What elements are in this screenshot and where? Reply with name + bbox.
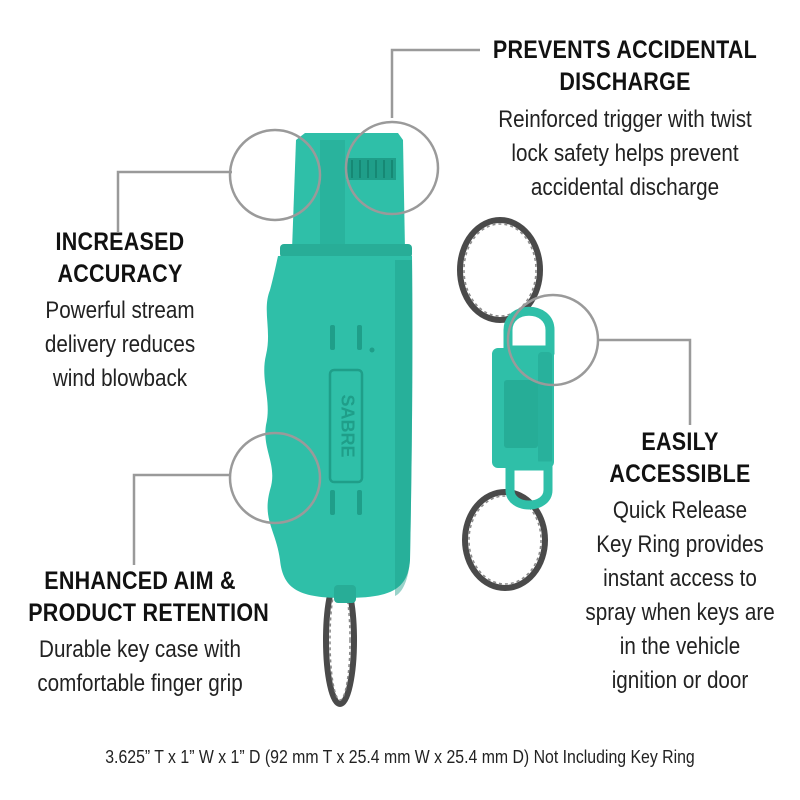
callout-heading: DISCHARGE: [559, 68, 691, 96]
callout-body: Reinforced trigger with twist: [498, 106, 752, 133]
callout-body: Key Ring provides: [596, 531, 764, 558]
accessible-leader-line: [598, 338, 692, 425]
accuracy-leader-line: [116, 170, 232, 232]
brand-mark: SABRE: [337, 394, 357, 457]
callout-body: wind blowback: [52, 365, 188, 392]
product-dimensions: 3.625” T x 1” W x 1” D (92 mm T x 25.4 m…: [105, 747, 695, 767]
callout-body: Durable key case with: [39, 636, 241, 663]
callout-body: Quick Release: [612, 497, 748, 524]
callout-body: Powerful stream: [45, 297, 195, 324]
callout-lines: [116, 48, 692, 565]
callout-body: ignition or door: [611, 667, 749, 694]
retention-leader-line: [132, 473, 230, 565]
callout-increased-accuracy: INCREASED ACCURACY Powerful stream deliv…: [20, 226, 220, 396]
stream-highlight-circle: [228, 128, 322, 222]
safety-trigger: [346, 158, 396, 180]
upper-split-ring: [457, 217, 543, 323]
callout-body: delivery reduces: [44, 331, 196, 358]
callout-body: comfortable finger grip: [37, 670, 243, 697]
callout-heading: ACCESSIBLE: [609, 460, 751, 488]
callout-circles: [228, 120, 600, 525]
callout-prevents-discharge: PREVENTS ACCIDENTAL DISCHARGE Reinforced…: [470, 34, 780, 205]
pepper-spray-canister: SABRE: [264, 133, 413, 603]
callout-body: instant access to: [603, 565, 757, 592]
callout-heading: EASILY: [641, 428, 719, 456]
callout-heading: PRODUCT RETENTION: [28, 599, 270, 627]
quick-release-key-ring: [457, 217, 555, 591]
callout-body: spray when keys are: [585, 599, 775, 626]
prevents-leader-line: [390, 48, 480, 118]
grip-highlight-circle: [228, 431, 322, 525]
callout-enhanced-aim: ENHANCED AIM & PRODUCT RETENTION Durable…: [10, 565, 270, 701]
trigger-highlight-circle: [344, 120, 440, 216]
callout-easily-accessible: EASILY ACCESSIBLE Quick Release Key Ring…: [570, 426, 790, 698]
release-button: [504, 380, 538, 448]
lower-split-ring: [462, 489, 548, 591]
callout-heading: PREVENTS ACCIDENTAL: [492, 36, 758, 64]
callout-heading: ACCURACY: [57, 260, 183, 288]
release-highlight-circle: [506, 293, 600, 387]
callout-heading: ENHANCED AIM &: [44, 567, 236, 595]
callout-body: accidental discharge: [530, 174, 720, 201]
callout-body: lock safety helps prevent: [511, 140, 739, 167]
callout-body: in the vehicle: [619, 633, 741, 660]
callout-heading: INCREASED: [55, 228, 185, 256]
